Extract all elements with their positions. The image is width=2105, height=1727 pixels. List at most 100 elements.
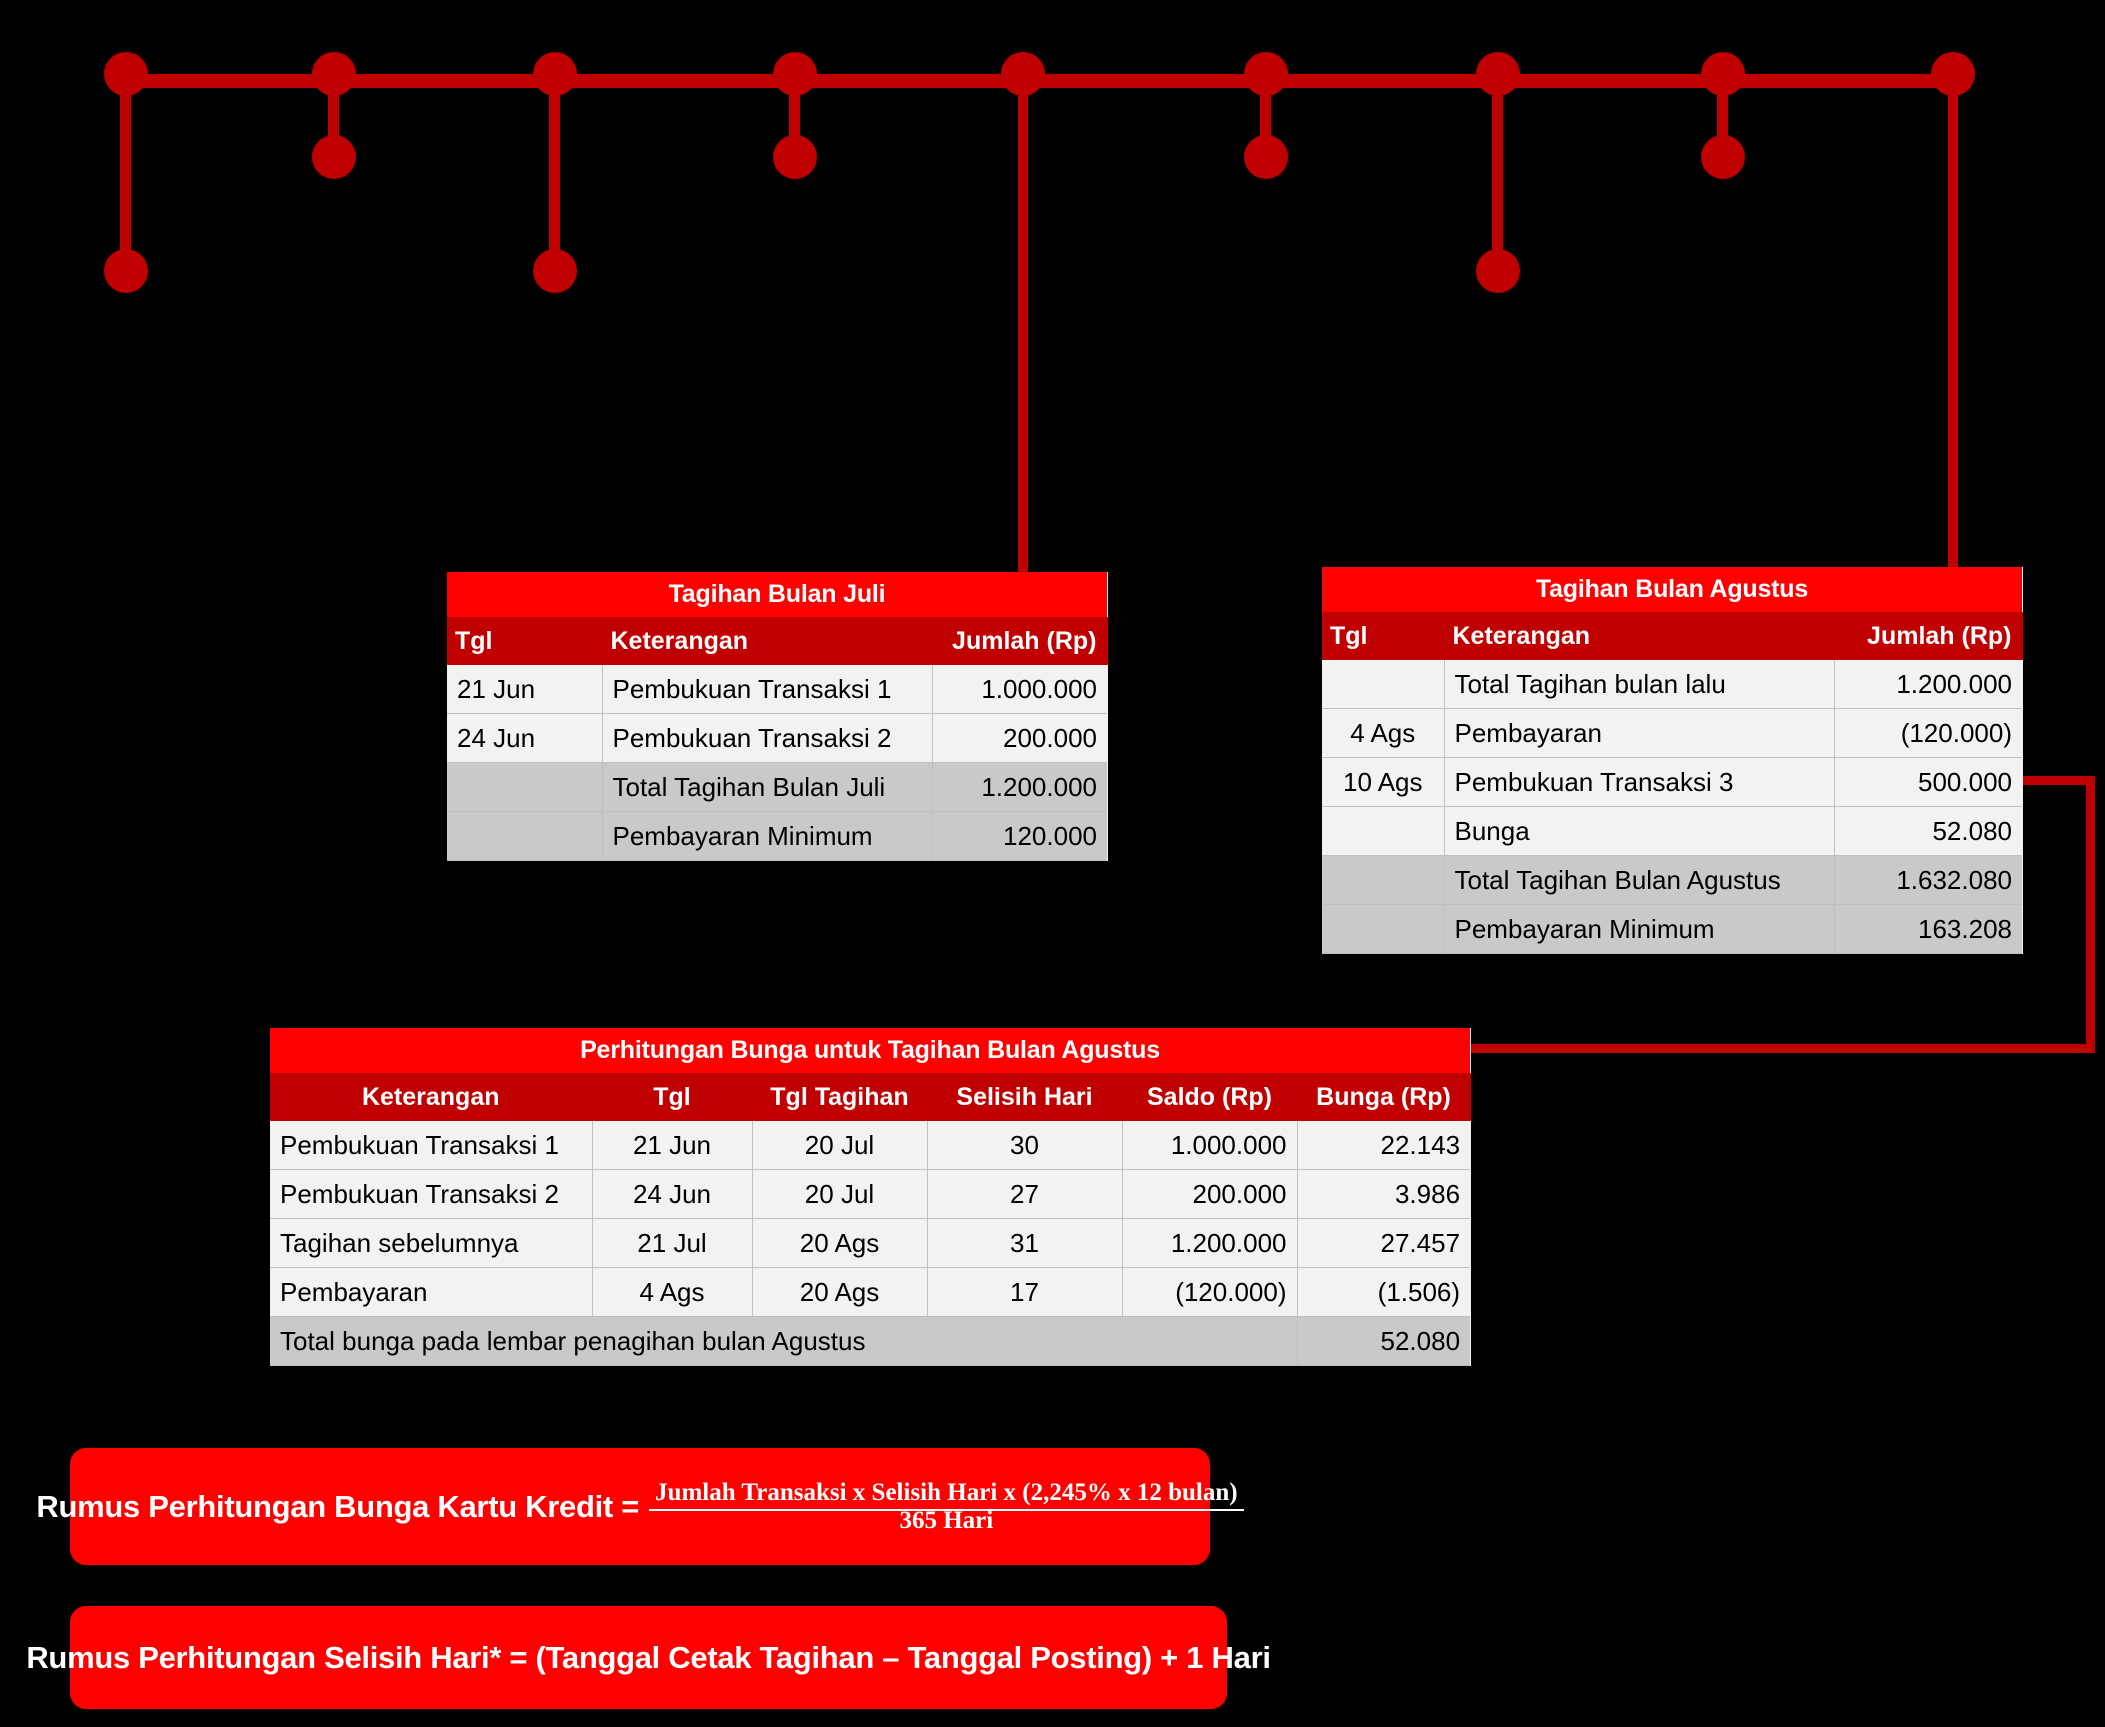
formula-selisih-text: Rumus Perhitungan Selisih Hari* = (Tangg…: [26, 1639, 1271, 1675]
table-row: 4 Ags Pembayaran (120.000): [1322, 708, 2022, 758]
timeline-stem-2: [328, 82, 339, 166]
timeline-drop-7[interactable]: [1476, 249, 1520, 293]
table-agustus-r0-jumlah: 1.200.000: [1834, 660, 2022, 709]
table-bunga-col-tgl: Tgl: [592, 1073, 753, 1121]
connector-node9-to-agustus-table: [1948, 82, 1958, 567]
table-row: Pembayaran 4 Ags 20 Ags 17 (120.000) (1.…: [270, 1267, 1471, 1317]
table-row: Pembayaran Minimum 163.208: [1322, 904, 2022, 954]
table-perhitungan-bunga: Perhitungan Bunga untuk Tagihan Bulan Ag…: [270, 1028, 1471, 1366]
table-bunga-r2-keterangan: Tagihan sebelumnya: [270, 1218, 593, 1268]
table-bunga-r1-saldo: 200.000: [1122, 1169, 1298, 1219]
table-bunga-r0-bunga: 22.143: [1297, 1121, 1471, 1170]
table-agustus-r3-keterangan: Bunga: [1444, 806, 1835, 856]
timeline-drop-2[interactable]: [312, 135, 356, 179]
table-agustus-r1-keterangan: Pembayaran: [1444, 708, 1835, 758]
connector-segment-horizontal-top: [2020, 776, 2095, 785]
table-agustus-r4-tgl: [1322, 855, 1445, 905]
table-bunga-r2-saldo: 1.200.000: [1122, 1218, 1298, 1268]
table-agustus-r2-jumlah: 500.000: [1834, 757, 2022, 807]
table-bunga-r3-saldo: (120.000): [1122, 1267, 1298, 1317]
table-bunga-r1-keterangan: Pembukuan Transaksi 2: [270, 1169, 593, 1219]
formula-box-selisih-hari: Rumus Perhitungan Selisih Hari* = (Tangg…: [26, 1606, 1271, 1709]
table-agustus-col-tgl: Tgl: [1322, 612, 1445, 660]
connector-node5-to-juli-table: [1018, 82, 1028, 573]
table-agustus-r4-keterangan: Total Tagihan Bulan Agustus: [1444, 855, 1835, 905]
table-agustus-col-jumlah: Jumlah (Rp): [1834, 612, 2023, 660]
table-row: Total Tagihan Bulan Juli 1.200.000: [447, 762, 1107, 812]
table-bunga-r0-keterangan: Pembukuan Transaksi 1: [270, 1121, 593, 1170]
table-bunga-r0-tgl: 21 Jun: [592, 1121, 753, 1170]
table-agustus-r2-keterangan: Pembukuan Transaksi 3: [1444, 757, 1835, 807]
table-juli-r0-keterangan: Pembukuan Transaksi 1: [602, 665, 933, 714]
table-agustus-r2-tgl: 10 Ags: [1322, 757, 1445, 807]
table-bunga-header-row: Keterangan Tgl Tgl Tagihan Selisih Hari …: [270, 1073, 1471, 1121]
table-row: 21 Jun Pembukuan Transaksi 1 1.000.000: [447, 665, 1107, 714]
table-bunga-r1-tgl-tagihan: 20 Jul: [752, 1169, 928, 1219]
table-agustus-r5-keterangan: Pembayaran Minimum: [1444, 904, 1835, 954]
timeline-stem-4: [789, 82, 800, 166]
timeline-stem-1: [120, 82, 131, 282]
table-bunga-r0-tgl-tagihan: 20 Jul: [752, 1121, 928, 1170]
table-juli-r3-keterangan: Pembayaran Minimum: [602, 811, 933, 861]
table-juli-r3-tgl: [447, 811, 603, 861]
timeline-drop-6[interactable]: [1244, 135, 1288, 179]
table-agustus-r5-tgl: [1322, 904, 1445, 954]
table-bunga-r3-keterangan: Pembayaran: [270, 1267, 593, 1317]
table-juli-r1-jumlah: 200.000: [932, 713, 1107, 763]
connector-segment-vertical: [2086, 776, 2095, 1053]
table-row: Pembukuan Transaksi 1 21 Jun 20 Jul 30 1…: [270, 1121, 1471, 1170]
table-agustus-r1-tgl: 4 Ags: [1322, 708, 1445, 758]
table-row: Pembayaran Minimum 120.000: [447, 811, 1107, 861]
timeline-rail: [133, 74, 1961, 88]
table-row: Bunga 52.080: [1322, 806, 2022, 856]
table-bunga-r2-selisih-hari: 31: [927, 1218, 1123, 1268]
formula-bunga-numerator: Jumlah Transaksi x Selisih Hari x (2,245…: [649, 1478, 1244, 1511]
table-bunga-r3-tgl-tagihan: 20 Ags: [752, 1267, 928, 1317]
timeline-stem-6: [1260, 82, 1271, 166]
timeline-drop-3[interactable]: [533, 249, 577, 293]
timeline-stem-3: [549, 82, 560, 282]
table-juli-r0-tgl: 21 Jun: [447, 665, 603, 714]
table-bunga-r2-bunga: 27.457: [1297, 1218, 1471, 1268]
timeline-drop-4[interactable]: [773, 135, 817, 179]
table-agustus-r3-jumlah: 52.080: [1834, 806, 2022, 856]
table-bunga-total-value: 52.080: [1297, 1316, 1471, 1366]
table-juli-r3-jumlah: 120.000: [932, 811, 1107, 861]
table-bunga-r1-tgl: 24 Jun: [592, 1169, 753, 1219]
table-tagihan-agustus: Tagihan Bulan Agustus Tgl Keterangan Jum…: [1322, 567, 2023, 954]
table-agustus-r0-keterangan: Total Tagihan bulan lalu: [1444, 660, 1835, 709]
table-agustus-r5-jumlah: 163.208: [1834, 904, 2022, 954]
formula-bunga-fraction: Jumlah Transaksi x Selisih Hari x (2,245…: [649, 1478, 1244, 1535]
table-juli-header-row: Tgl Keterangan Jumlah (Rp): [447, 617, 1108, 665]
table-agustus-title: Tagihan Bulan Agustus: [1322, 567, 2022, 612]
timeline-stem-7: [1492, 82, 1503, 282]
timeline-drop-8[interactable]: [1701, 135, 1745, 179]
table-bunga-r1-bunga: 3.986: [1297, 1169, 1471, 1219]
connector-segment-horizontal-bottom: [1466, 1044, 2095, 1053]
table-agustus-header-row: Tgl Keterangan Jumlah (Rp): [1322, 612, 2023, 660]
table-juli-col-tgl: Tgl: [447, 617, 603, 665]
table-juli-title: Tagihan Bulan Juli: [447, 572, 1107, 617]
table-row: Tagihan sebelumnya 21 Jul 20 Ags 31 1.20…: [270, 1218, 1471, 1268]
formula-box-bunga: Rumus Perhitungan Bunga Kartu Kredit = J…: [36, 1448, 1244, 1565]
table-bunga-r0-selisih-hari: 30: [927, 1121, 1123, 1170]
timeline-drop-1[interactable]: [104, 249, 148, 293]
table-bunga-r3-tgl: 4 Ags: [592, 1267, 753, 1317]
table-bunga-col-tgl-tagihan: Tgl Tagihan: [752, 1073, 928, 1121]
table-row: 24 Jun Pembukuan Transaksi 2 200.000: [447, 713, 1107, 763]
table-row: 10 Ags Pembukuan Transaksi 3 500.000: [1322, 757, 2022, 807]
table-juli-r1-tgl: 24 Jun: [447, 713, 603, 763]
table-juli-col-jumlah: Jumlah (Rp): [932, 617, 1108, 665]
table-juli-r2-keterangan: Total Tagihan Bulan Juli: [602, 762, 933, 812]
table-bunga-r3-selisih-hari: 17: [927, 1267, 1123, 1317]
table-agustus-r4-jumlah: 1.632.080: [1834, 855, 2022, 905]
table-row: Total Tagihan bulan lalu 1.200.000: [1322, 660, 2022, 709]
formula-bunga-denominator: 365 Hari: [899, 1506, 994, 1534]
table-bunga-col-keterangan: Keterangan: [270, 1073, 593, 1121]
table-juli-r2-jumlah: 1.200.000: [932, 762, 1107, 812]
table-juli-r1-keterangan: Pembukuan Transaksi 2: [602, 713, 933, 763]
table-bunga-title: Perhitungan Bunga untuk Tagihan Bulan Ag…: [270, 1028, 1471, 1073]
table-bunga-title-row: Perhitungan Bunga untuk Tagihan Bulan Ag…: [270, 1028, 1471, 1073]
table-juli-title-row: Tagihan Bulan Juli: [447, 572, 1107, 617]
